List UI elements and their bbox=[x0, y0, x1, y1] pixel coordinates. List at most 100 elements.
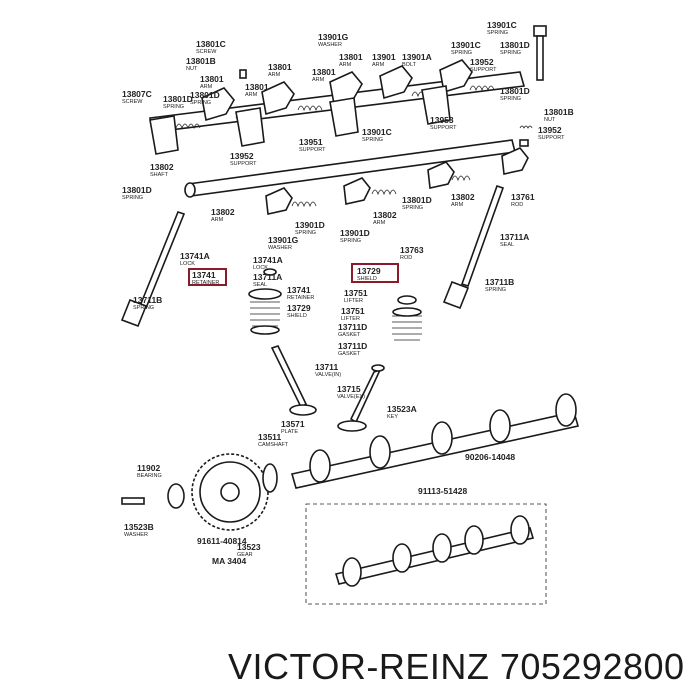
part-number-label: 13801 bbox=[268, 62, 292, 72]
part-name-label: SPRING bbox=[402, 205, 423, 211]
part-name-label: BEARING bbox=[137, 473, 162, 479]
part-name-label: SUPPORT bbox=[299, 147, 326, 153]
part-name-label: SPRING bbox=[133, 305, 154, 311]
part-name-label: ARM bbox=[312, 77, 325, 83]
part-labels: 13801CSCREW13901GWASHER13801BNUT13801ARM… bbox=[122, 20, 574, 566]
part-name-label: NUT bbox=[186, 66, 198, 72]
part-number-label: 13801 bbox=[339, 52, 363, 62]
part-number-label: 13715 bbox=[337, 384, 361, 394]
part-number-label: 13801D bbox=[402, 195, 432, 205]
part-name-label: GASKET bbox=[338, 351, 361, 357]
part-name-label: SPRING bbox=[190, 100, 211, 106]
bolt-13901a bbox=[533, 25, 547, 81]
part-name-label: RETAINER bbox=[287, 295, 314, 301]
part-number-label: 13801 bbox=[245, 82, 269, 92]
part-name-label: SHIELD bbox=[287, 313, 307, 319]
part-number-label: 13741 bbox=[287, 285, 311, 295]
part-number-label: 91113-51428 bbox=[418, 486, 467, 496]
part-name-label: BOLT bbox=[402, 62, 417, 68]
part-name-label: WASHER bbox=[268, 245, 292, 251]
part-number-label: 13801D bbox=[500, 86, 530, 96]
part-name-label: VALVE(EX) bbox=[337, 394, 365, 400]
part-name-label: GEAR bbox=[237, 552, 253, 558]
part-number-label: 13801D bbox=[163, 94, 193, 104]
part-name-label: ARM bbox=[373, 220, 386, 226]
part-number-label: 13571 bbox=[281, 419, 305, 429]
part-number-label: 13952 bbox=[538, 125, 562, 135]
part-name-label: ARM bbox=[451, 202, 464, 208]
part-name-label: SPRING bbox=[500, 50, 521, 56]
part-name-label: CAMSHAFT bbox=[258, 442, 289, 448]
part-number-label: 13951 bbox=[299, 137, 323, 147]
valve-lifters bbox=[120, 280, 470, 328]
part-number-label: 13801 bbox=[200, 74, 224, 84]
part-number-label: 13901G bbox=[268, 235, 299, 245]
part-name-label: WASHER bbox=[124, 532, 148, 538]
part-number-label: 13711A bbox=[500, 232, 529, 242]
part-name-label: SUPPORT bbox=[538, 135, 565, 141]
part-name-label: SPRING bbox=[500, 96, 521, 102]
camshaft-13511 bbox=[290, 393, 580, 489]
part-number-label: 13741A bbox=[180, 251, 210, 261]
part-name-label: SCREW bbox=[196, 49, 217, 55]
part-number-label: 13901C bbox=[362, 127, 392, 137]
part-number-label: 13741 bbox=[192, 270, 216, 280]
part-number-label: 13711B bbox=[485, 277, 514, 287]
part-name-label: SPRING bbox=[122, 195, 143, 201]
part-number-label: 13802 bbox=[211, 207, 235, 217]
part-number-label: 13741A bbox=[253, 255, 283, 265]
rocker-arms-upper bbox=[201, 59, 473, 122]
part-name-label: SPRING bbox=[485, 287, 506, 293]
part-name-label: SPRING bbox=[362, 137, 383, 143]
part-name-label: ARM bbox=[245, 92, 258, 98]
part-number-label: 13711 bbox=[315, 362, 338, 372]
part-name-label: KEY bbox=[387, 414, 398, 420]
part-number-label: 13801B bbox=[186, 56, 216, 66]
part-name-label: VALVE(IN) bbox=[315, 372, 341, 378]
part-name-label: ROD bbox=[511, 202, 523, 208]
part-number-label: 13901C bbox=[451, 40, 481, 50]
part-name-label: GASKET bbox=[338, 332, 361, 338]
part-name-label: SEAL bbox=[253, 282, 267, 288]
part-number-label: 13711D bbox=[338, 322, 367, 332]
part-number-label: 11902 bbox=[137, 463, 160, 473]
part-number-label: 13523B bbox=[124, 522, 154, 532]
highlight-box-13711a-right bbox=[351, 263, 399, 283]
part-name-label: SPRING bbox=[487, 30, 508, 36]
part-number-label: 90206-14048 bbox=[465, 452, 515, 462]
highlight-box-13711a-left bbox=[188, 268, 227, 286]
brand-part-number: VICTOR-REINZ 705292800 bbox=[228, 646, 685, 687]
part-number-label: 13511 bbox=[258, 432, 281, 442]
part-number-label: 13807C bbox=[122, 89, 152, 99]
bearing-detail-box bbox=[305, 503, 547, 605]
part-name-label: ROD bbox=[400, 255, 412, 261]
part-number-label: 13761 bbox=[511, 192, 535, 202]
part-name-label: ARM bbox=[339, 62, 352, 68]
part-name-label: SPRING bbox=[340, 238, 361, 244]
part-number-label: 13953 bbox=[430, 115, 454, 125]
timing-gear-13523 bbox=[121, 453, 278, 531]
part-name-label: ARM bbox=[268, 72, 281, 78]
part-number-label: 13729 bbox=[287, 303, 311, 313]
part-name-label: LOCK bbox=[253, 265, 268, 271]
part-name-label: LIFTER bbox=[344, 298, 363, 304]
part-name-label: SPRING bbox=[295, 230, 316, 236]
part-number-label: 13751 bbox=[344, 288, 368, 298]
part-number-label: 13901C bbox=[487, 20, 517, 30]
part-number-label: 13801D bbox=[190, 90, 220, 100]
part-number-label: 13711A bbox=[253, 272, 282, 282]
part-name-label: SUPPORT bbox=[230, 161, 257, 167]
part-number-label: 13801D bbox=[122, 185, 152, 195]
part-name-label: SHAFT bbox=[150, 172, 169, 178]
part-number-label: 91611-40814 bbox=[197, 536, 247, 546]
part-name-label: WASHER bbox=[318, 42, 342, 48]
screws-right bbox=[239, 69, 533, 147]
part-name-label: SPRING bbox=[163, 104, 184, 110]
part-name-label: ARM bbox=[372, 62, 385, 68]
rocker-arms-lower bbox=[265, 147, 529, 215]
part-number-label: 13901D bbox=[340, 228, 370, 238]
part-name-label: SCREW bbox=[122, 99, 143, 105]
part-number-label: 13801D bbox=[500, 40, 530, 50]
part-number-label: 13901 bbox=[372, 52, 396, 62]
